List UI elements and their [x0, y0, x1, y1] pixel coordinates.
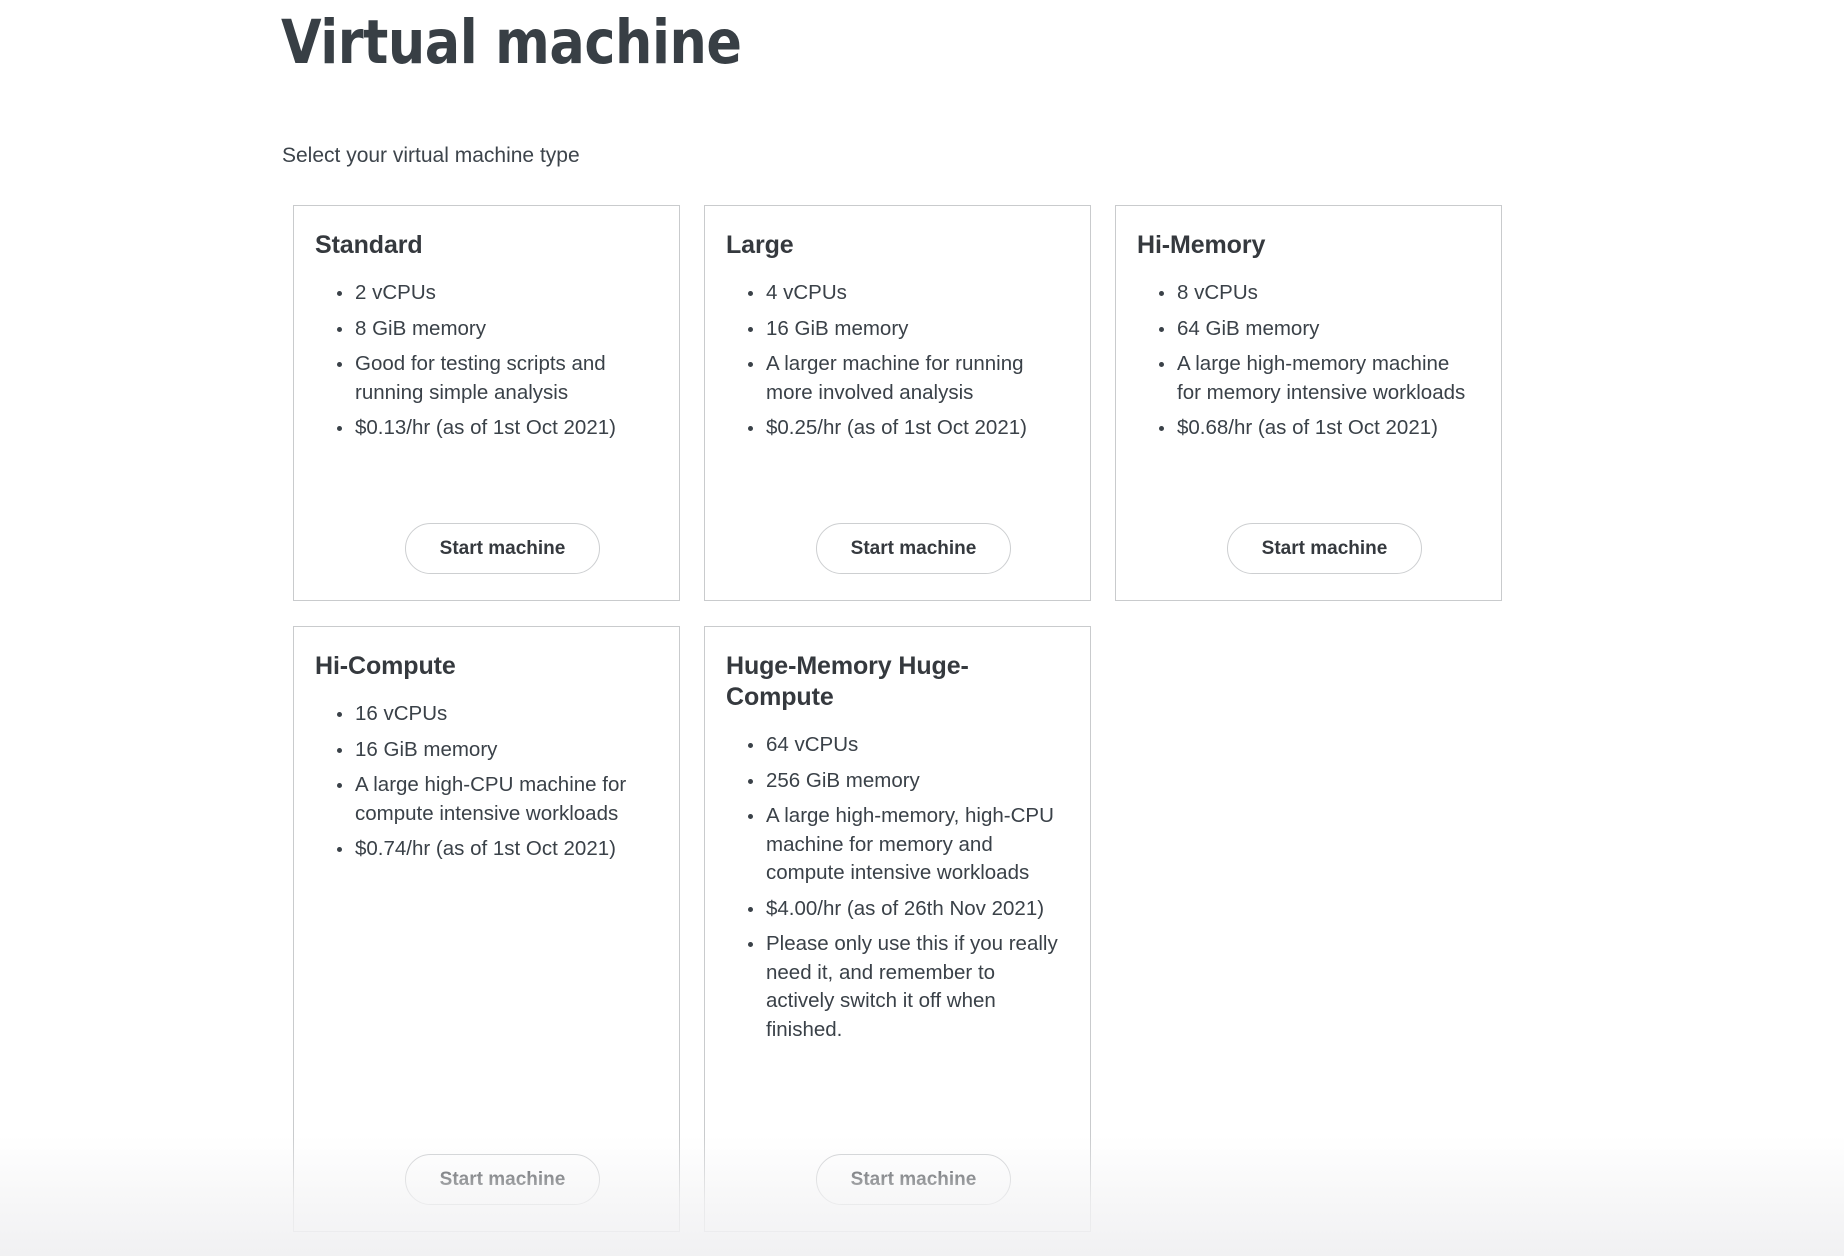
page-title: Virtual machine: [281, 7, 742, 78]
vm-card-hi-compute: Hi-Compute 16 vCPUs 16 GiB memory A large h…: [293, 626, 680, 1232]
vm-card-footer: Start machine: [315, 489, 658, 574]
page-subtitle: Select your virtual machine type: [282, 144, 580, 167]
vm-spec-list: 8 vCPUs 64 GiB memory A large high-memory …: [1137, 279, 1480, 450]
vm-spec-list: 4 vCPUs 16 GiB memory A larger machine for…: [726, 279, 1069, 450]
vm-card-large: Large 4 vCPUs 16 GiB memory A larger machin…: [704, 205, 1091, 601]
vm-card-title: Hi-Compute: [315, 652, 456, 680]
start-machine-button-hi-memory[interactable]: Start machine: [1226, 523, 1423, 574]
vm-spec-item: A large high-memory machine for memory i…: [1159, 350, 1480, 407]
vm-spec-item: 64 GiB memory: [1159, 315, 1480, 344]
vm-spec-item: A large high-memory, high-CPU machine fo…: [748, 802, 1069, 888]
start-machine-button-large[interactable]: Start machine: [815, 523, 1012, 574]
vm-spec-item: A large high-CPU machine for compute int…: [337, 771, 658, 828]
vm-card-hi-memory: Hi-Memory 8 vCPUs 64 GiB memory A large hig…: [1115, 205, 1502, 601]
vm-spec-item: 8 GiB memory: [337, 315, 658, 344]
vm-spec-item: $0.25/hr (as of 1st Oct 2021): [748, 414, 1069, 443]
vm-spec-item: 256 GiB memory: [748, 767, 1069, 796]
vm-spec-item: $0.13/hr (as of 1st Oct 2021): [337, 414, 658, 443]
vm-card-title: Hi-Memory: [1137, 231, 1266, 259]
vm-card-title: Large: [726, 231, 794, 259]
vm-spec-item: 2 vCPUs: [337, 279, 658, 308]
vm-card-footer: Start machine: [726, 1114, 1069, 1205]
start-machine-button-huge-memory-huge-compute[interactable]: Start machine: [815, 1154, 1012, 1205]
vm-spec-item: A larger machine for running more involv…: [748, 350, 1069, 407]
vm-spec-list: 16 vCPUs 16 GiB memory A large high-CPU ma…: [315, 700, 658, 871]
vm-spec-item: Please only use this if you really need …: [748, 930, 1069, 1044]
vm-card-footer: Start machine: [315, 1114, 658, 1205]
vm-spec-item: $4.00/hr (as of 26th Nov 2021): [748, 895, 1069, 924]
vm-spec-item: $0.68/hr (as of 1st Oct 2021): [1159, 414, 1480, 443]
vm-spec-item: Good for testing scripts and running sim…: [337, 350, 658, 407]
start-machine-button-hi-compute[interactable]: Start machine: [404, 1154, 601, 1205]
vm-spec-item: 64 vCPUs: [748, 731, 1069, 760]
vm-card-huge-memory-huge-compute: Huge-Memory Huge-Compute 64 vCPUs 256 GiB …: [704, 626, 1091, 1232]
start-machine-button-standard[interactable]: Start machine: [404, 523, 601, 574]
vm-spec-item: 16 GiB memory: [748, 315, 1069, 344]
vm-spec-list: 64 vCPUs 256 GiB memory A large high-memor…: [726, 731, 1069, 1051]
vm-spec-item: 8 vCPUs: [1159, 279, 1480, 308]
vm-spec-item: 4 vCPUs: [748, 279, 1069, 308]
vm-card-title: Standard: [315, 231, 423, 259]
vm-spec-item: $0.74/hr (as of 1st Oct 2021): [337, 835, 658, 864]
vm-spec-item: 16 vCPUs: [337, 700, 658, 729]
vm-card-title: Huge-Memory Huge-Compute: [726, 652, 969, 711]
vm-card-footer: Start machine: [726, 489, 1069, 574]
vm-spec-item: 16 GiB memory: [337, 736, 658, 765]
vm-card-footer: Start machine: [1137, 489, 1480, 574]
